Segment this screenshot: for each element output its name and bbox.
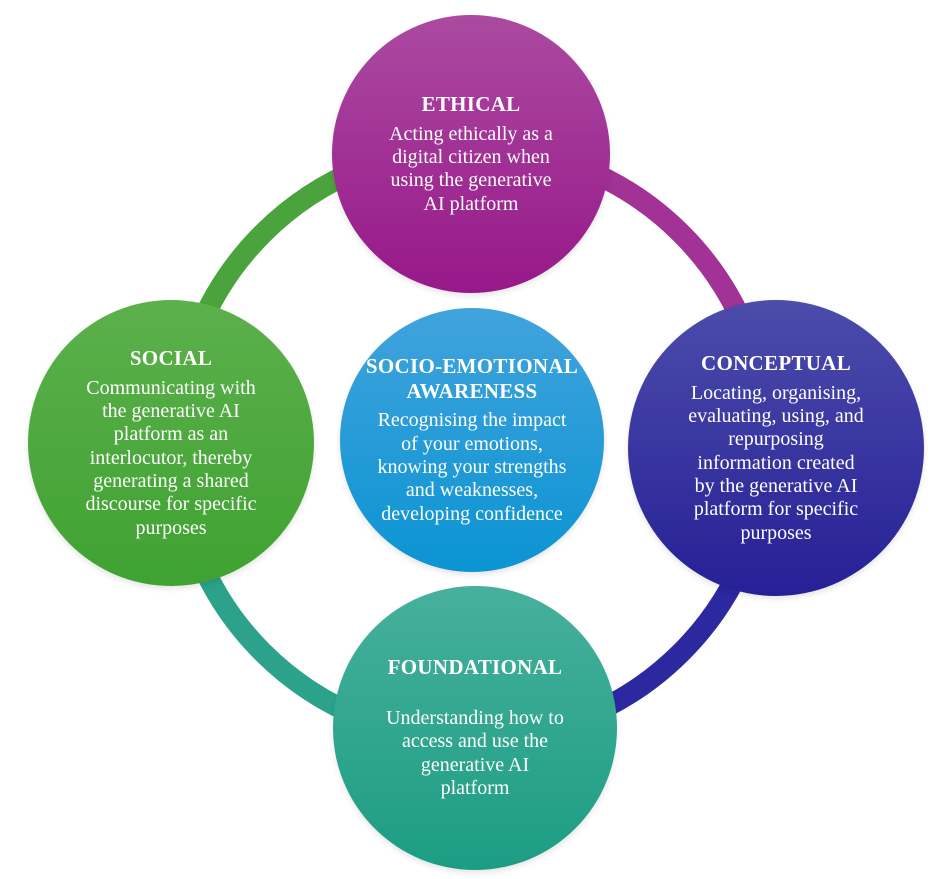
circle-foundational: FOUNDATIONAL Understanding how to access… bbox=[333, 586, 617, 870]
circle-social-description: Communicating with the generative AI pla… bbox=[85, 376, 257, 539]
circle-socio-emotional-awareness-title: SOCIO-EMOTIONAL AWARENESS bbox=[365, 353, 579, 403]
circle-social-title: SOCIAL bbox=[129, 345, 213, 370]
circle-foundational-description: Understanding how to access and use the … bbox=[386, 707, 564, 800]
circle-ethical: ETHICAL Acting ethically as a digital ci… bbox=[332, 15, 610, 293]
circle-conceptual-title: CONCEPTUAL bbox=[700, 350, 851, 375]
circle-ethical-title: ETHICAL bbox=[421, 91, 521, 116]
circle-conceptual: CONCEPTUAL Locating, organising, evaluat… bbox=[628, 300, 924, 596]
circle-social: SOCIAL Communicating with the generative… bbox=[28, 300, 314, 586]
circle-conceptual-description: Locating, organising, evaluating, using,… bbox=[688, 381, 864, 544]
circle-socio-emotional-awareness-description: Recognising the impact of your emotions,… bbox=[377, 409, 567, 525]
circle-foundational-title: FOUNDATIONAL bbox=[387, 655, 563, 680]
circle-ethical-description: Acting ethically as a digital citizen wh… bbox=[389, 122, 553, 215]
circle-socio-emotional-awareness: SOCIO-EMOTIONAL AWARENESS Recognising th… bbox=[340, 308, 604, 572]
